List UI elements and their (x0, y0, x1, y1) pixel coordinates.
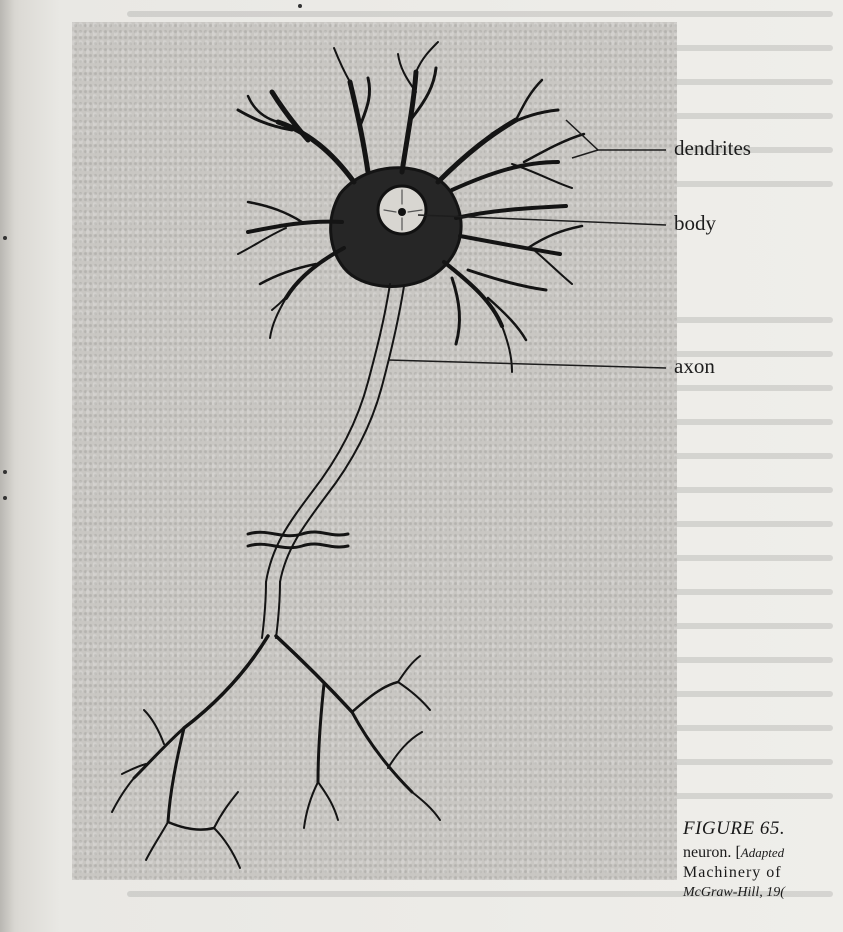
dendrites-leader-branch (572, 150, 598, 158)
caption-line-4: McGraw-Hill, 19( (683, 885, 785, 901)
caption-figure-number: FIGURE 65. (683, 818, 785, 840)
label-body: body (674, 211, 716, 236)
caption-neuron: neuron. (683, 844, 731, 861)
dendrites-leader (566, 120, 666, 150)
caption-line-2: neuron. [Adapted (683, 844, 785, 862)
caption-adapted: Adapted (741, 845, 784, 860)
label-axon: axon (674, 354, 715, 379)
caption-line-3: Machinery of (683, 864, 785, 882)
axon-leader (388, 360, 666, 368)
label-dendrites: dendrites (674, 136, 751, 161)
body-leader (418, 215, 666, 225)
figure-caption: FIGURE 65. neuron. [Adapted Machinery of… (683, 818, 785, 901)
